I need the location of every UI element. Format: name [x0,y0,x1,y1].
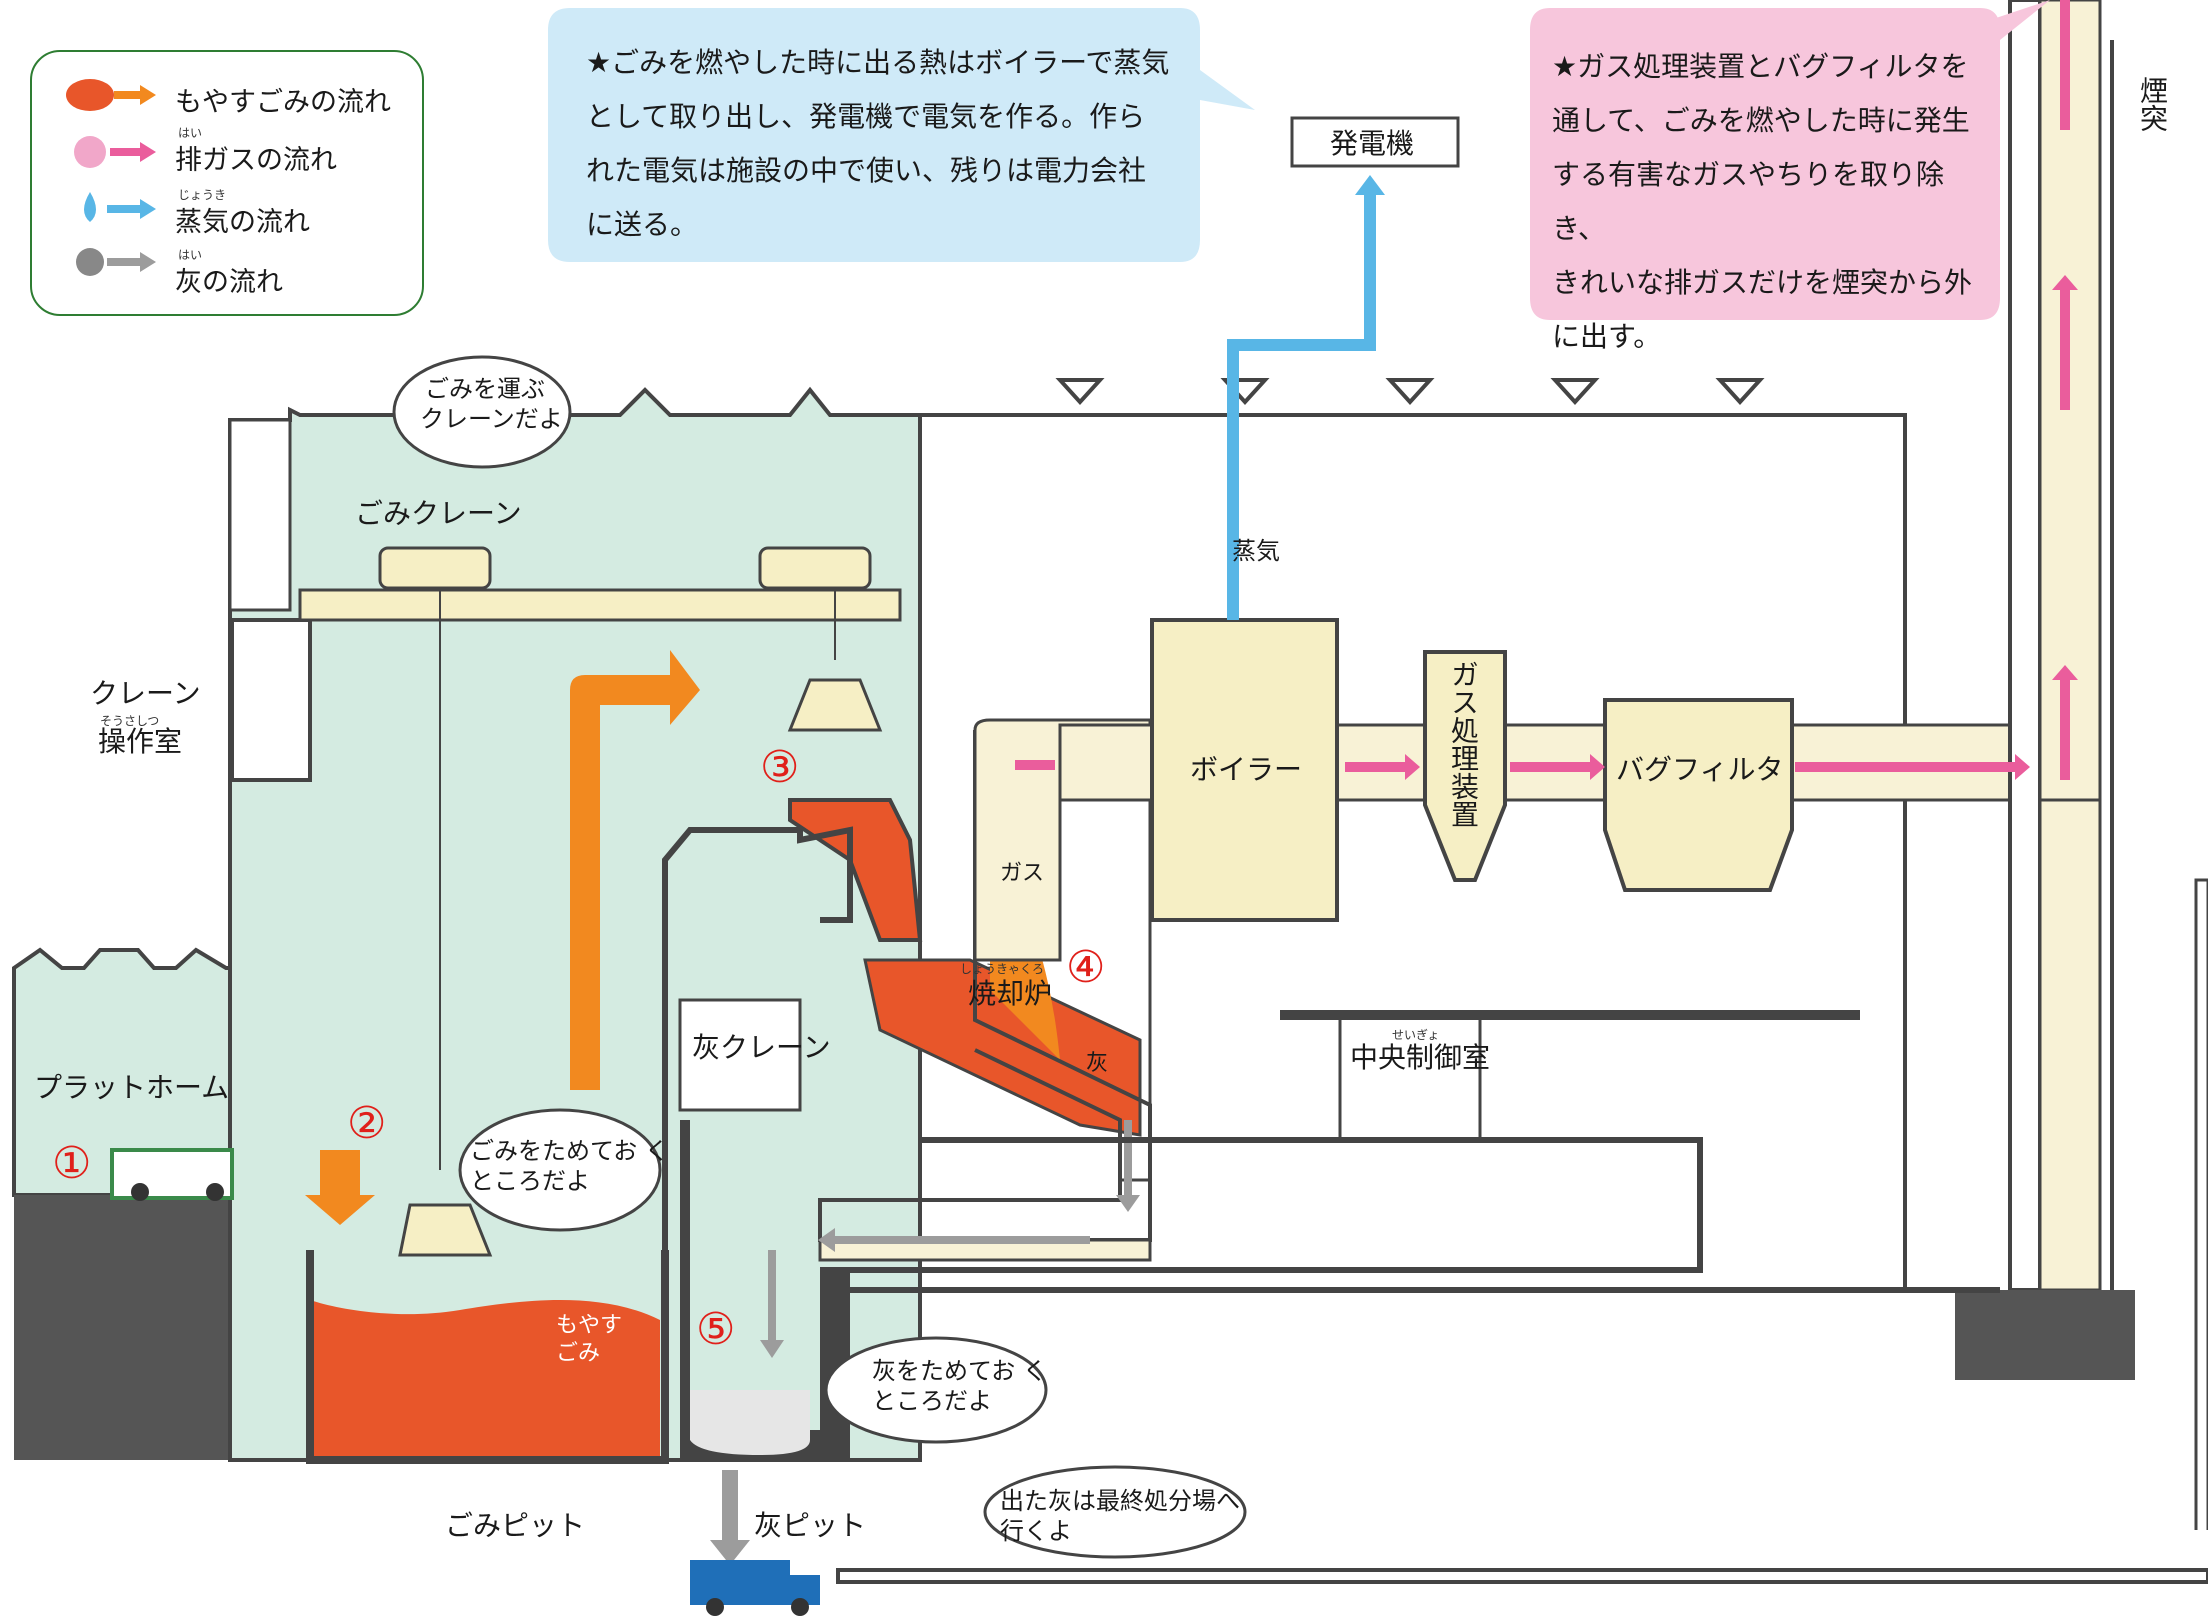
label-garbage-pit: ごみピット [445,1508,585,1543]
garbage-truck [112,1150,232,1201]
crane-operation-room [232,620,310,780]
speech-pit-line-1: ごみをためてお く [470,1136,669,1166]
legend-ash: 灰の流れ [175,260,283,299]
gas-note-line-2: 通して、ごみを燃やした時に発生 [1552,94,1992,148]
ruby-shoukyaku: しょうきゃくろ [960,960,1044,977]
gas-note-line-4: きれいな排ガスだけを煙突から外 [1552,256,1992,310]
ash-truck [690,1560,820,1616]
speech-crane-text: ごみを運ぶ クレーンだよ [420,374,550,434]
label-control-room: 中央制御室 [1350,1040,1490,1075]
crane-rail [300,590,900,620]
label-burnable-tag: もやす ごみ [556,1312,626,1367]
label-gas: ガス [1000,860,1044,888]
speech-ash-out-line-2: 行くよ [1000,1516,1240,1546]
speech-pit-line-2: ところだよ [470,1166,669,1196]
speech-ash-out-line-1: 出た灰は最終処分場へ [1000,1486,1240,1516]
gas-note-line-3: する有害なガスやちりを取り除き、 [1552,148,1992,256]
label-platform: プラットホーム [34,1070,229,1105]
speech-pit-text: ごみをためてお く ところだよ [470,1136,669,1196]
gas-note-line-1: ★ガス処理装置とバグフィルタを [1552,40,1992,94]
chimney-wall-left [2010,0,2040,1290]
label-crane-room: クレーン [90,676,201,711]
speech-crane-line-2: クレーンだよ [420,404,550,434]
legend-steam: 蒸気の流れ [175,200,310,239]
ground-line [838,1570,2208,1582]
gas-note: ★ガス処理装置とバグフィルタを 通して、ごみを燃やした時に発生 する有害なガスや… [1552,40,1992,364]
power-note-line-4: に送る。 [586,198,1176,252]
step-4: ④ [1066,942,1105,993]
label-ash-pit: 灰ピット [754,1508,866,1543]
crane-trolley-1 [380,548,490,588]
label-chimney: 煙突 [2136,76,2168,132]
step-3: ③ [760,742,799,793]
speech-ash-pit-text: 灰をためてお く ところだよ [872,1356,1047,1416]
step-2: ② [347,1098,386,1149]
label-crane-room-2: 操作室 [98,724,182,759]
speech-ash-pit-line-1: 灰をためてお く [872,1356,1047,1386]
speech-crane-line-1: ごみを運ぶ [420,374,550,404]
label-ash-crane: 灰クレーン [692,1030,831,1065]
label-bagfilter: バグフィルタ [1616,752,1783,787]
legend-exhaust: 排ガスの流れ [175,138,337,177]
label-garbage-crane: ごみクレーン [355,496,522,531]
power-note-line-2: として取り出し、発電機で電気を作る。作ら [586,90,1176,144]
speech-ash-out-text: 出た灰は最終処分場へ 行くよ [1000,1486,1240,1546]
label-boiler: ボイラー [1190,752,1302,787]
legend-icons [62,77,162,287]
label-incinerator: 焼却炉 [968,976,1052,1011]
legend-burnable: もやすごみの流れ [175,80,391,119]
power-note-line-3: れた電気は施設の中で使い、残りは電力会社 [586,144,1176,198]
label-gas-unit: ガス処理装置 [1447,660,1479,828]
label-generator: 発電機 [1330,126,1414,161]
speech-ash-pit-line-2: ところだよ [872,1386,1047,1416]
crane-trolley-2 [760,548,870,588]
label-steam: 蒸気 [1232,536,1280,566]
chimney-flue [2040,0,2100,1290]
power-note: ★ごみを燃やした時に出る熱はボイラーで蒸気 として取り出し、発電機で電気を作る。… [586,36,1176,252]
label-ash-tag: 灰 [1086,1050,1108,1078]
gas-note-line-5: に出す。 [1552,310,1992,364]
step-1: ① [52,1138,91,1189]
step-5: ⑤ [696,1304,735,1355]
bag-filter [1605,700,1792,890]
chimney-base [1955,1290,2135,1380]
power-note-line-1: ★ごみを燃やした時に出る熱はボイラーで蒸気 [586,36,1176,90]
